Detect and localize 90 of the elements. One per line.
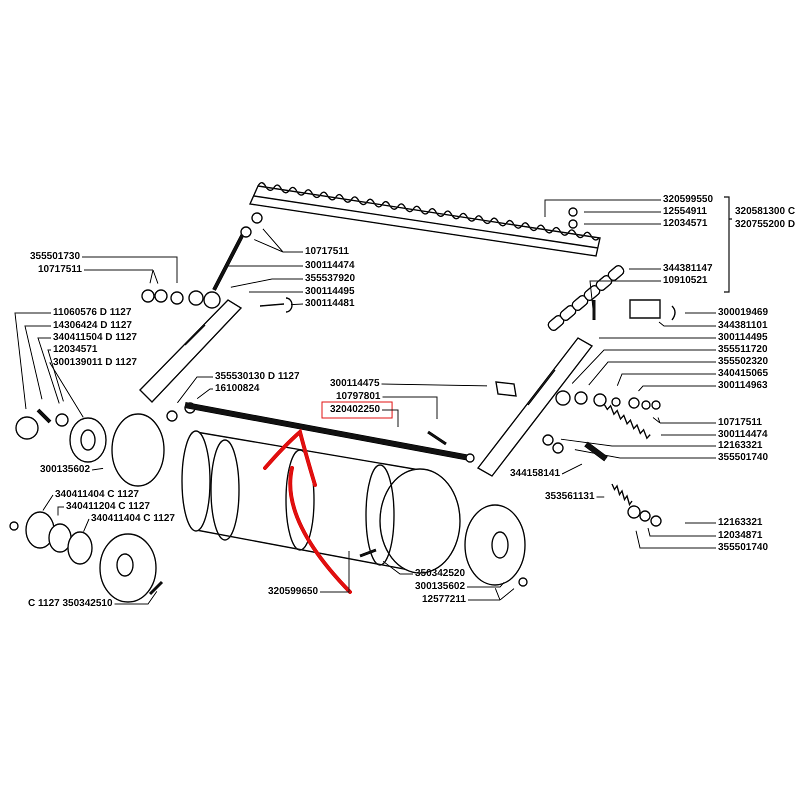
leader-line [638,386,716,392]
leader-line [254,228,304,252]
leader-line [596,496,605,498]
part-number: 320599650 [268,586,318,598]
part-number: 355501740 [718,452,768,464]
leader-line [382,560,414,574]
part-number: 300019469 [718,307,768,319]
leader-line [652,417,716,424]
part-number: 300135602 [40,464,90,476]
part-number: 355530130 D 1127 [215,371,300,383]
part-number: 320581300 C [735,206,796,218]
part-number: 12034871 [718,530,762,542]
part-number: 353561131 [545,491,595,503]
leader-line [684,312,716,314]
leader-line [114,590,158,604]
leader-line [47,350,64,402]
leader-line [544,200,662,218]
leader-line [658,322,716,326]
leader-line [382,410,398,428]
part-number: 12034571 [53,344,98,356]
leader-line [83,270,158,284]
part-number: C 1127 350342510 [28,598,113,610]
part-number: 300114475 [330,378,380,390]
part-number: 344381101 [718,320,768,332]
leader-line [562,464,582,474]
part-number: 340411404 C 1127 [55,489,139,501]
part-number: 355501740 [718,542,768,554]
leader-line [176,376,214,404]
leader-line [467,588,514,600]
part-number: 10717511 [718,417,762,429]
part-number: 320755200 D [735,219,796,231]
leader-line [660,434,716,436]
part-number: 340411504 D 1127 [53,332,137,344]
leader-line [628,268,662,270]
part-number: 12163321 [718,440,762,452]
part-number: 11060576 D 1127 [53,307,132,319]
leader-line [83,518,90,532]
leader-line [648,528,716,536]
part-number: 344158141 [510,468,560,480]
part-number: 10717511 [38,264,82,276]
leader-line [466,582,504,588]
part-number: 320402250 [330,404,380,416]
leader-line [14,312,52,410]
leader-line [24,326,52,400]
part-number: 355537920 [305,273,356,285]
part-number: 355502320 [718,356,768,368]
leader-line [92,468,104,470]
leader-line [82,256,178,284]
part-number: 14306424 D 1127 [53,320,132,332]
leader-line [49,362,84,418]
leader-line [588,362,716,386]
leader-line [42,494,54,511]
part-number: 300139011 D 1127 [53,357,137,369]
part-number: 300114481 [305,298,355,310]
part-number: 300114474 [718,429,768,441]
leader-line [58,506,64,516]
part-number: 340411404 C 1127 [91,513,175,525]
part-number: 12163321 [718,517,762,529]
part-number: 10717511 [305,246,349,258]
part-number: 12554911 [663,206,707,218]
part-number: 344381147 [663,263,713,275]
part-number: 16100824 [215,383,260,395]
leader-line [636,530,716,548]
part-number: 10797801 [336,391,380,403]
leader-line [560,438,716,446]
part-number: 10910521 [663,275,708,287]
leader-line [684,522,716,524]
part-number: 340411204 C 1127 [66,501,150,513]
leader-line [381,384,488,386]
leader-line [320,550,350,592]
part-number: 300135602 [415,581,466,593]
part-number: 12577211 [422,594,466,606]
leader-line [616,374,716,386]
leader-line [589,280,662,310]
part-number: 355511720 [718,344,768,356]
part-number: 300114495 [305,286,355,298]
part-number: 12034571 [663,218,708,230]
part-number: 320599550 [663,194,714,206]
leader-line [290,304,304,306]
part-number: 300114495 [718,332,768,344]
leader-line [196,388,214,400]
part-number: 300114963 [718,380,768,392]
part-number: 300114474 [305,260,355,272]
leader-line [574,449,716,458]
leader-line [382,396,438,420]
leader-line [37,338,60,404]
part-number: 340415065 [718,368,768,380]
part-number: 355501730 [30,251,80,263]
leader-line [572,350,716,384]
leader-line [230,278,304,288]
